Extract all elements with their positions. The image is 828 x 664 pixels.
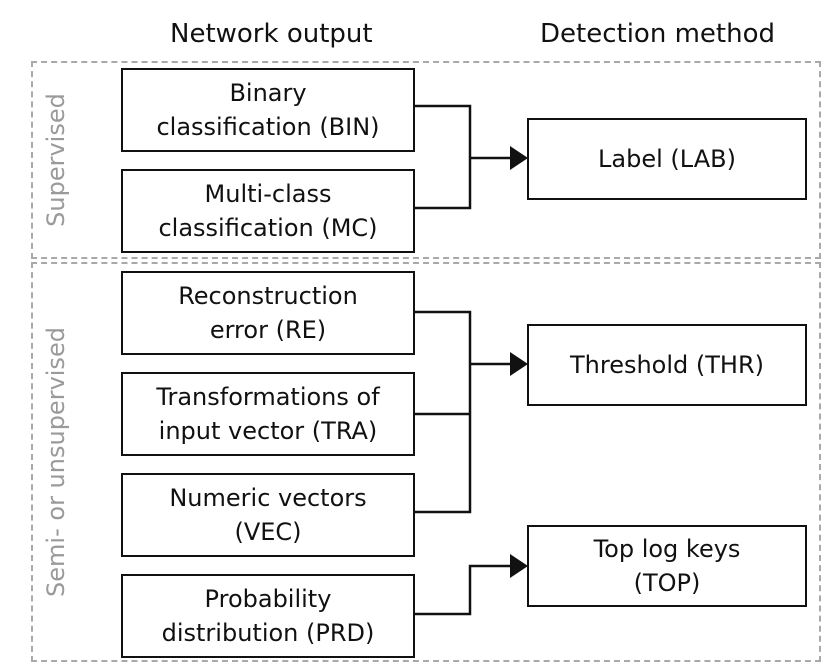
re-connector [414,310,472,364]
mc-box: Multi-class classification (MC) [121,169,415,253]
supervised-section [31,61,821,259]
vec-box: Numeric vectors (VEC) [121,473,415,557]
prd-line-2: distribution (PRD) [161,619,375,647]
detection-method-header: Detection method [540,19,775,49]
mc-line-2: classification (MC) [158,214,378,242]
bin-connector [414,104,472,158]
top-box: Top log keys (TOP) [527,525,807,607]
bin-box: Binary classification (BIN) [121,68,415,152]
thr-line-1: Threshold (THR) [569,351,764,379]
prd-box: Probability distribution (PRD) [121,574,415,658]
re-line-2: error (RE) [209,316,327,344]
thr-arrow-icon [510,352,528,376]
network-output-header: Network output [170,19,373,49]
thr-box: Threshold (THR) [527,324,807,406]
tra-line-1: Transformations of [156,383,380,411]
top-line-1: Top log keys [593,535,741,563]
bin-line-2: classification (BIN) [156,113,380,141]
semi-unsupervised-section [31,262,821,662]
lab-box: Label (LAB) [527,118,807,200]
bin-line-1: Binary [229,79,307,107]
mc-line-1: Multi-class [204,180,332,208]
tra-box: Transformations of input vector (TRA) [121,372,415,456]
prd-line-1: Probability [204,585,332,613]
re-line-1: Reconstruction [178,282,358,310]
lab-line-1: Label (LAB) [598,145,736,173]
lab-arrow-icon [510,146,528,170]
prd-connector [414,564,514,616]
vec-connector [414,364,472,514]
mc-connector [414,158,472,210]
vec-line-1: Numeric vectors [169,484,367,512]
tra-line-2: input vector (TRA) [158,417,378,445]
top-line-2: (TOP) [633,569,701,597]
re-box: Reconstruction error (RE) [121,271,415,355]
top-arrow-icon [510,554,528,578]
vec-line-2: (VEC) [234,518,302,546]
